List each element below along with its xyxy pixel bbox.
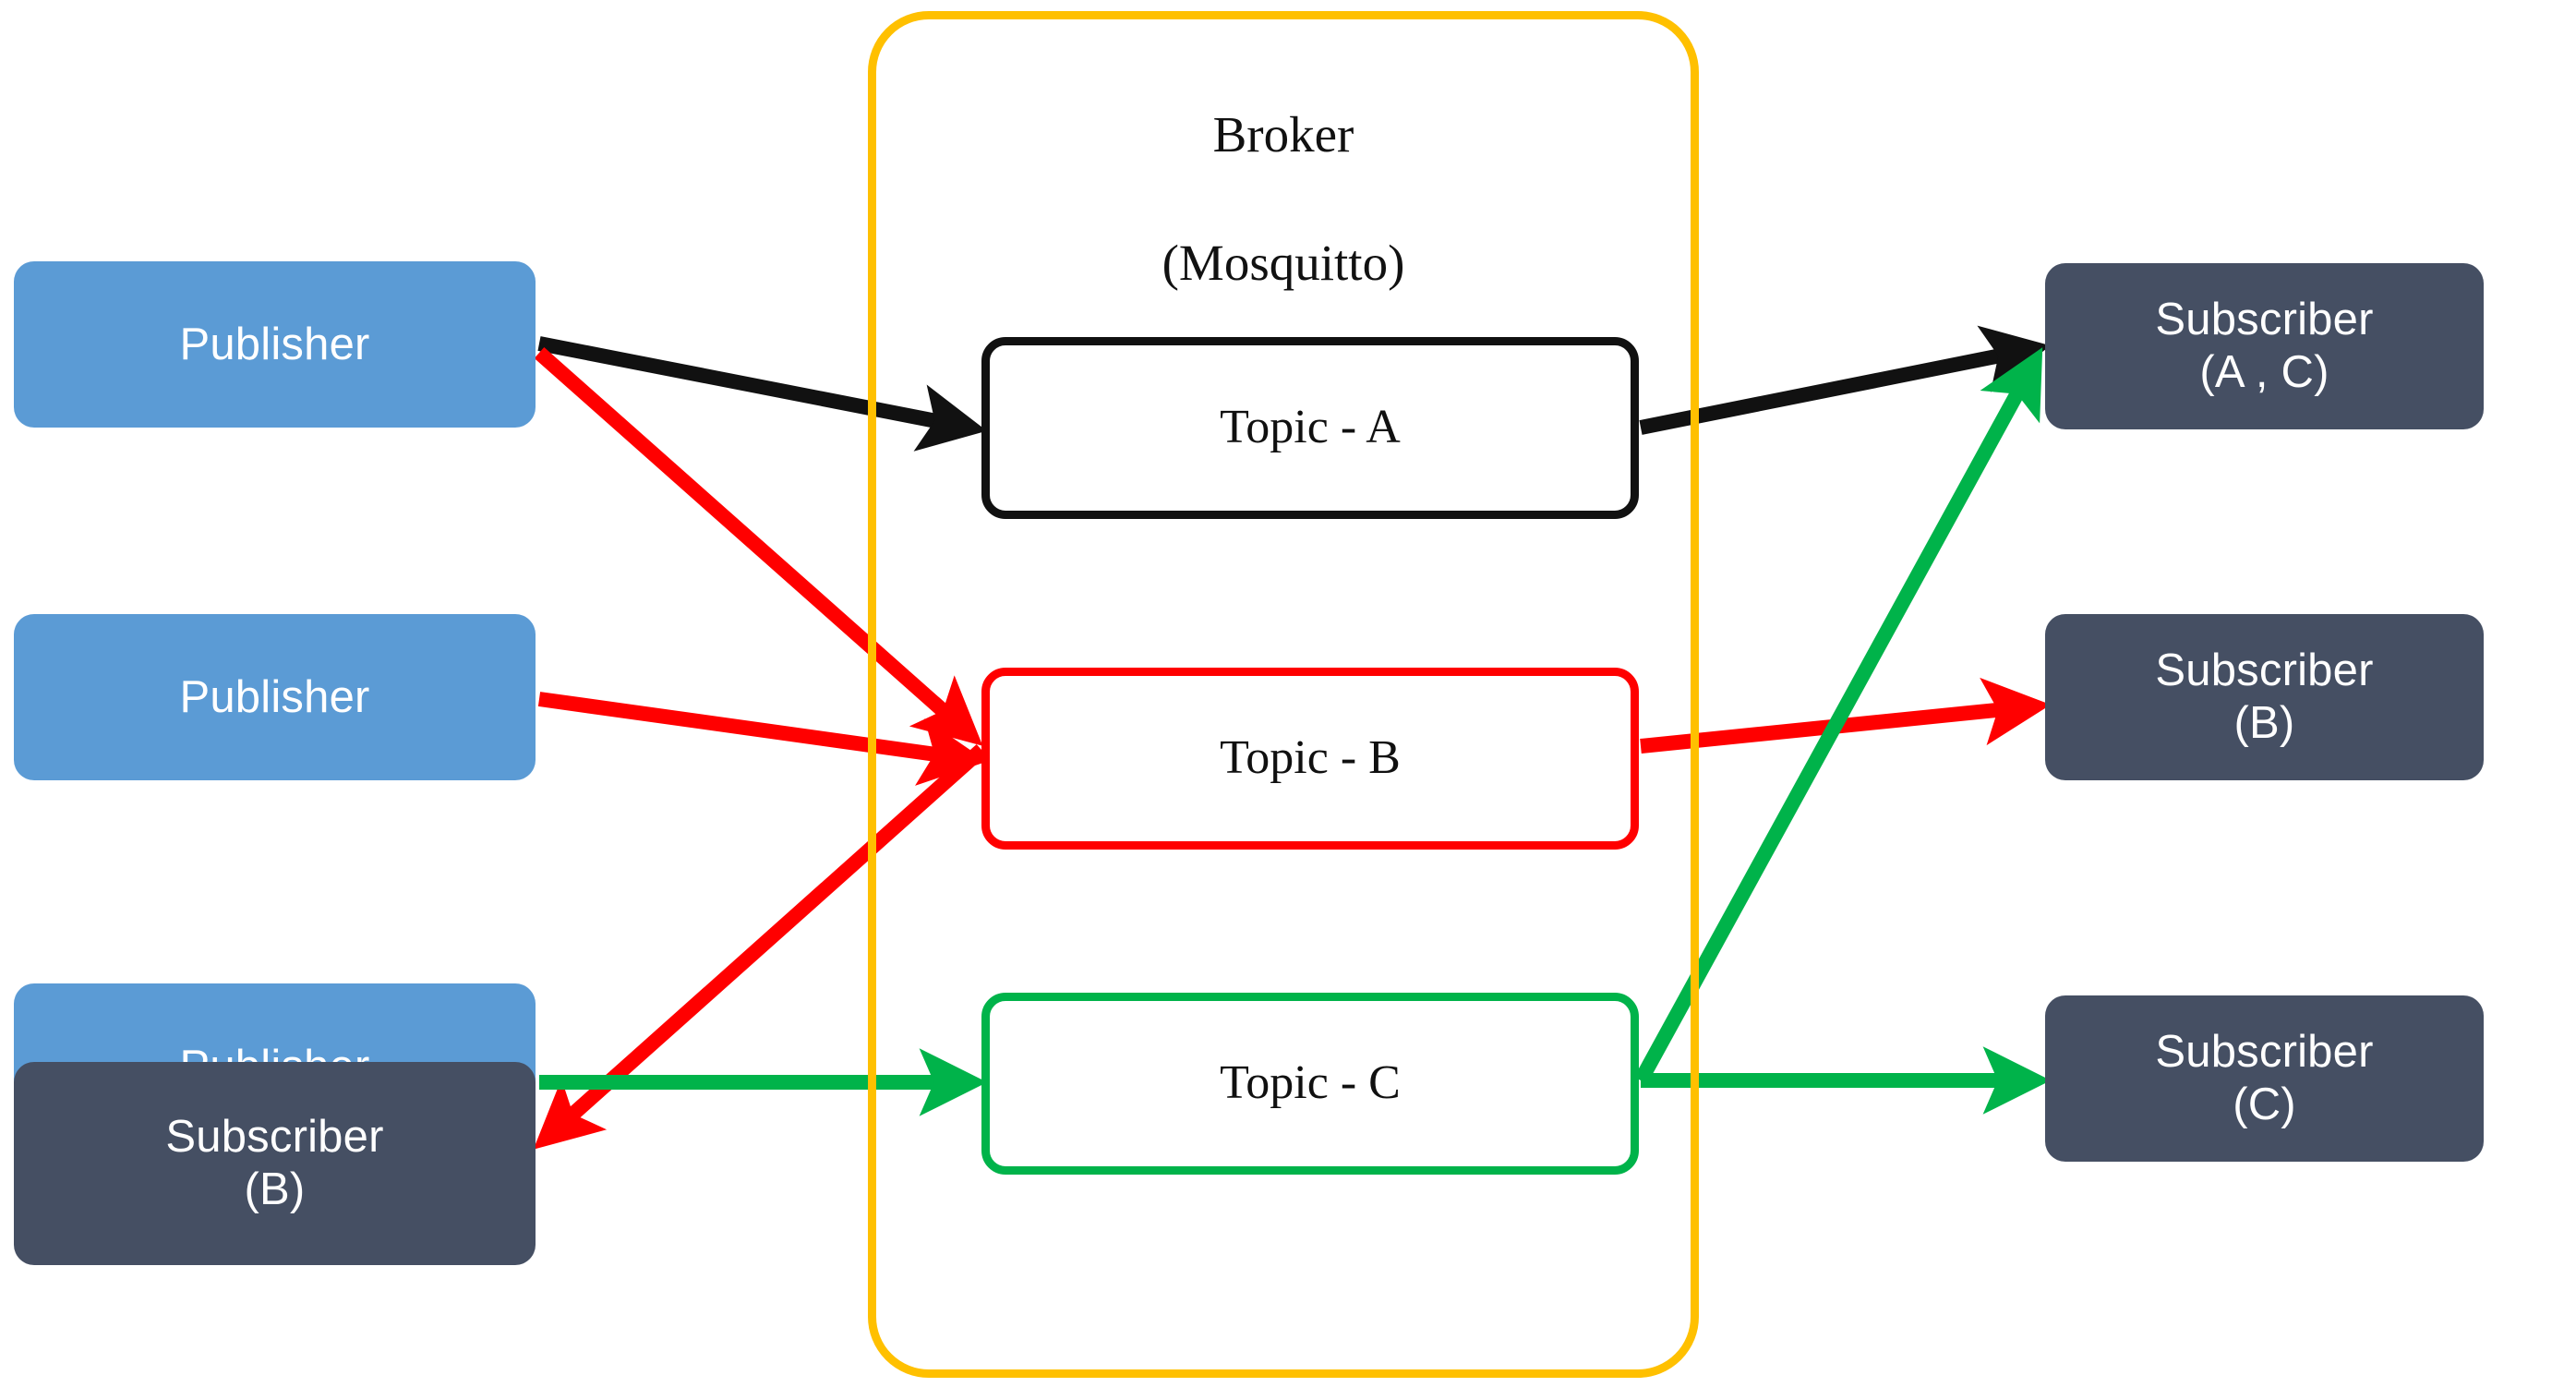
subscriber-b-right-label-line1: Subscriber — [2155, 645, 2374, 696]
subscriber-b-left-label-line2: (B) — [244, 1164, 306, 1214]
subscriber-b-right-label-line2: (B) — [2233, 698, 2295, 748]
broker-title-line1: Broker — [1212, 106, 1354, 163]
broker-title-line2: (Mosquitto) — [1162, 234, 1405, 291]
subscriber-ac-label-line1: Subscriber — [2155, 295, 2374, 345]
publisher-2-label: Publisher — [179, 671, 370, 722]
subscriber-c-label-line1: Subscriber — [2155, 1027, 2374, 1078]
publisher-2-box[interactable]: Publisher — [14, 614, 536, 780]
subscriber-ac-box[interactable]: Subscriber (A , C) — [2045, 263, 2484, 429]
arrow-topic-c-to-subscriber-ac — [1633, 347, 2043, 1084]
topic-c-label: Topic - C — [1220, 1056, 1401, 1110]
topic-a-box[interactable]: Topic - A — [981, 337, 1639, 519]
publisher-1-label: Publisher — [179, 319, 370, 369]
subscriber-ac-label-line2: (A , C) — [2199, 347, 2329, 397]
topic-c-box[interactable]: Topic - C — [981, 993, 1639, 1175]
subscriber-b-left-label-line1: Subscriber — [165, 1112, 384, 1163]
subscriber-c-label-line2: (C) — [2233, 1079, 2296, 1129]
broker-container — [868, 11, 1699, 1378]
subscriber-c-box[interactable]: Subscriber (C) — [2045, 995, 2484, 1162]
arrow-topic-a-to-subscriber-ac — [1639, 325, 2051, 435]
topic-b-box[interactable]: Topic - B — [981, 668, 1639, 850]
topic-b-label: Topic - B — [1220, 731, 1401, 785]
subscriber-b-left-box[interactable]: Subscriber (B) — [14, 1062, 536, 1265]
publisher-1-box[interactable]: Publisher — [14, 261, 536, 428]
arrow-topic-b-to-subscriber-b-right — [1640, 677, 2052, 754]
topic-a-label: Topic - A — [1220, 401, 1401, 454]
broker-title: Broker (Mosquitto) — [868, 39, 1699, 358]
subscriber-b-right-box[interactable]: Subscriber (B) — [2045, 614, 2484, 780]
